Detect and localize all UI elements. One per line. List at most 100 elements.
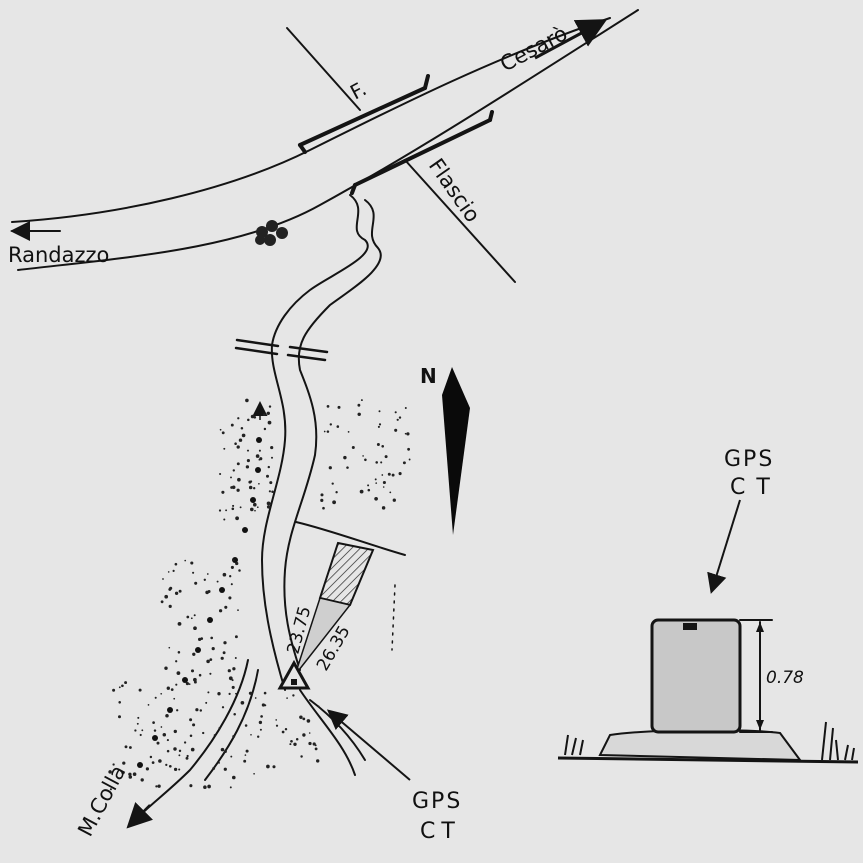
stipple-dot (178, 768, 181, 771)
stipple-dot (375, 482, 378, 484)
stipple-dot (367, 488, 371, 492)
stipple-dot (235, 516, 239, 521)
stipple-dot (335, 491, 338, 494)
stipple-dot (245, 398, 249, 403)
stipple-dot (267, 465, 270, 469)
stipple-dot (320, 498, 324, 502)
stipple-dot (186, 615, 190, 619)
stipple-dot (128, 772, 132, 776)
stipple-dot (264, 704, 267, 707)
detail-pillar (650, 618, 742, 734)
stipple-dot (158, 759, 162, 763)
stipple-dot (257, 735, 260, 738)
stipple-dot (275, 724, 279, 727)
stipple-dot (384, 455, 388, 459)
stipple-dot (178, 589, 182, 593)
stipple-dot (238, 569, 241, 572)
stipple-dot (138, 688, 142, 692)
stipple-dot (136, 722, 139, 725)
stipple-dot (299, 715, 303, 719)
stipple-dot (221, 706, 225, 709)
stipple-dot (156, 741, 160, 745)
stipple-dot (254, 509, 256, 512)
stipple-dot (230, 476, 232, 479)
stipple-dot (122, 761, 126, 765)
stipple-dot (195, 708, 199, 712)
stipple-dot (406, 432, 410, 436)
height-value: 0.78 (766, 668, 804, 688)
stipple-dot (207, 590, 211, 593)
stipple-dot (347, 431, 350, 433)
stipple-dot (238, 438, 243, 442)
stipple-dot (165, 763, 168, 767)
stipple-dot (380, 461, 383, 464)
detail-label-gps: GPS (724, 447, 774, 472)
stipple-dot (173, 729, 177, 734)
stipple-dot (266, 411, 270, 415)
detail-base (598, 729, 803, 762)
stipple-dot (230, 565, 234, 569)
stipple-dot (229, 575, 232, 578)
stipple-dot (166, 749, 170, 753)
stipple-dot (164, 666, 168, 670)
stipple-dot (173, 697, 176, 700)
stipple-dot (206, 573, 209, 575)
stipple-dot (378, 423, 382, 426)
stipple-dot (256, 506, 259, 509)
stipple-dot (295, 738, 299, 741)
stipple-dot (160, 692, 163, 695)
stipple-dot (132, 772, 137, 776)
stipple-dot (194, 581, 198, 585)
field-edge (295, 521, 406, 556)
stipple-dot (118, 686, 121, 689)
stipple-dot (203, 578, 206, 581)
hatched-building (318, 541, 375, 607)
stipple-dot (172, 569, 175, 573)
stipple-dot (233, 712, 236, 716)
stipple-dot (218, 762, 221, 764)
stipple-dot (268, 405, 272, 408)
stipple-dot (176, 671, 181, 675)
stipple-dot (239, 506, 242, 509)
stipple-dot (269, 481, 273, 485)
stipple-dot (281, 730, 285, 734)
stipple-dot (151, 761, 155, 764)
stipple-dot (231, 679, 234, 682)
stipple-dot (230, 423, 234, 427)
stipple-dot (147, 704, 150, 706)
stipple-dot (189, 784, 193, 788)
stipple-dot (392, 498, 396, 502)
stipple-dot (199, 709, 203, 712)
stipple-dot (183, 741, 187, 744)
stipple-dot (153, 729, 157, 732)
stipple-dot (259, 728, 262, 731)
stipple-dot (203, 785, 207, 789)
stipple-dot (271, 490, 274, 494)
north-arrow-icon (442, 367, 470, 535)
stipple-dot (237, 417, 240, 420)
stipple-dot (121, 684, 124, 688)
stipple-dot (308, 732, 311, 734)
stipple-dot (234, 657, 237, 659)
stipple-dot (374, 478, 377, 481)
stipple-dot (198, 673, 202, 677)
stipple-dot (189, 734, 193, 737)
stipple-dot (357, 412, 361, 417)
stipple-dot (178, 749, 182, 753)
stipple-dot (174, 562, 178, 566)
stipple-dot (108, 770, 112, 774)
stipple-dot (228, 692, 231, 696)
stipple-dot (162, 578, 164, 580)
stipple-dot (293, 742, 297, 746)
stipple-dot (145, 767, 149, 771)
stipple-dot (232, 667, 236, 671)
stipple-dot (225, 509, 228, 512)
stipple-dot (134, 729, 137, 732)
terrain-stipple (108, 398, 411, 791)
stipple-dot (362, 455, 364, 457)
stipple-dot (408, 458, 411, 461)
stipple-dot (167, 571, 170, 573)
stipple-dot (314, 744, 317, 747)
stipple-dot (184, 559, 187, 562)
